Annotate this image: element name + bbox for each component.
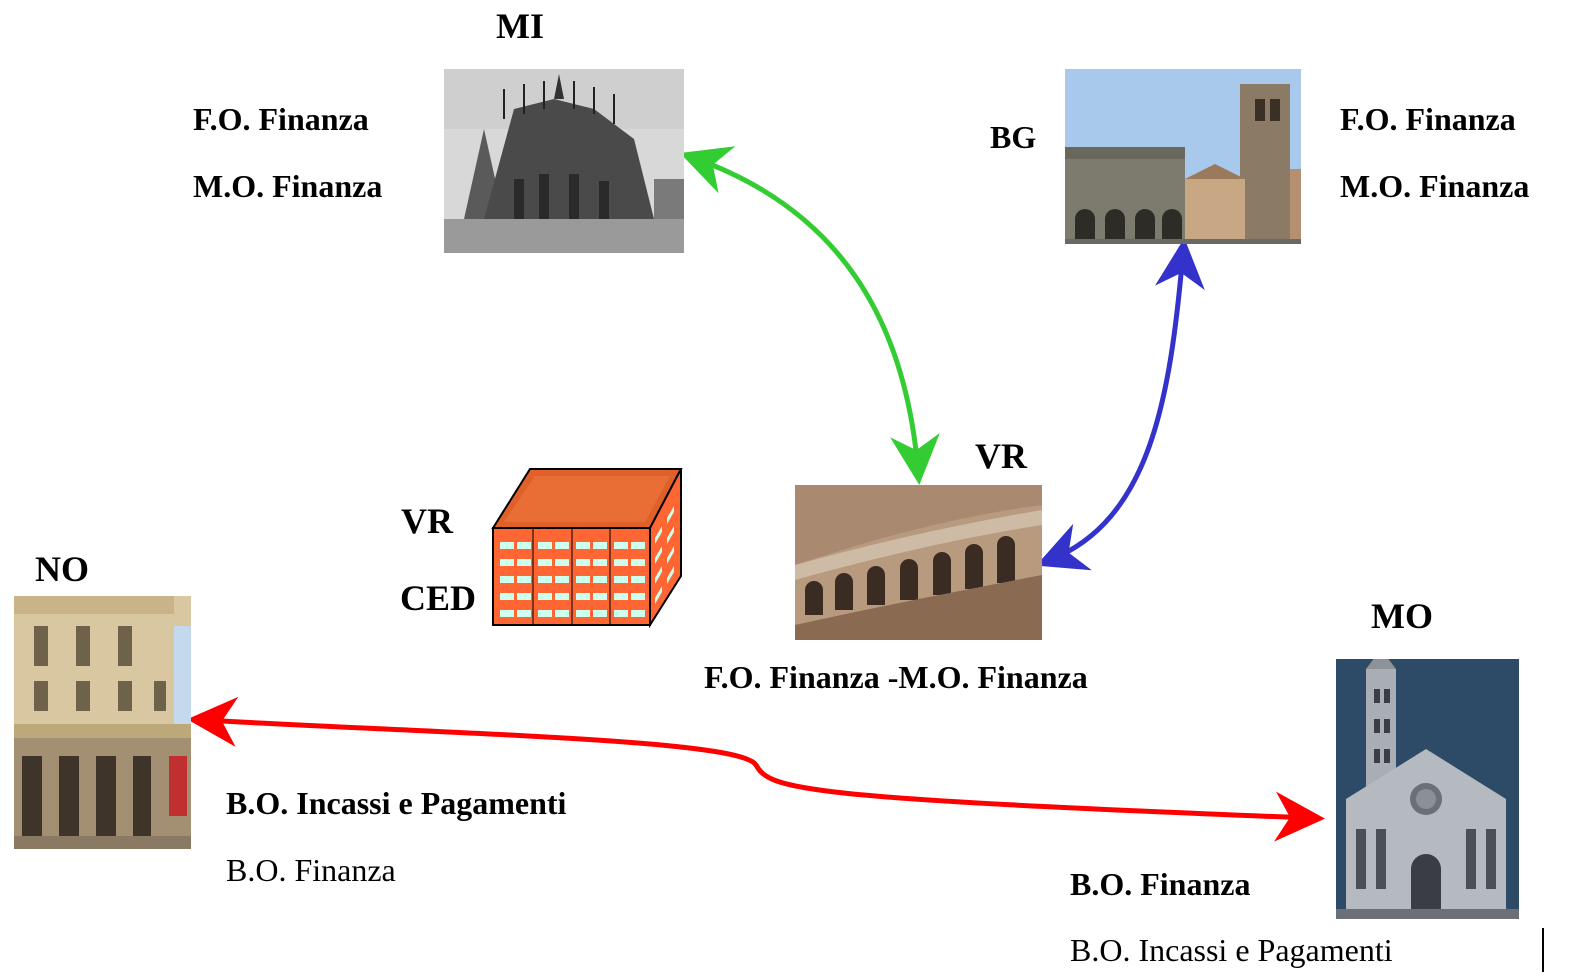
vr-code: VR bbox=[975, 436, 1027, 476]
mo-line1: B.O. Finanza bbox=[1070, 866, 1251, 902]
novara-portico-photo bbox=[14, 596, 191, 849]
no-mo-link-arrow bbox=[187, 696, 1325, 842]
office-building-icon bbox=[490, 466, 685, 628]
bg-line2: M.O. Finanza bbox=[1340, 168, 1530, 204]
edge-divider bbox=[1542, 928, 1544, 972]
bg-line1: F.O. Finanza bbox=[1340, 101, 1516, 137]
ced-label: CED bbox=[400, 578, 477, 618]
bergamo-square-photo bbox=[1065, 69, 1301, 244]
ced-code: VR bbox=[401, 501, 453, 541]
modena-cathedral-photo bbox=[1336, 659, 1519, 919]
milan-cathedral-photo bbox=[444, 69, 684, 253]
mi-vr-link-arrow bbox=[679, 146, 940, 485]
no-line2: B.O. Finanza bbox=[226, 852, 396, 888]
verona-arena-photo bbox=[795, 485, 1042, 640]
bg-vr-link-arrow bbox=[1036, 238, 1205, 571]
mi-code: MI bbox=[496, 6, 544, 46]
mi-line1: F.O. Finanza bbox=[193, 101, 369, 137]
no-line1: B.O. Incassi e Pagamenti bbox=[226, 785, 567, 821]
vr-caption: F.O. Finanza -M.O. Finanza bbox=[704, 659, 1088, 695]
no-code: NO bbox=[35, 549, 89, 589]
mo-line2: B.O. Incassi e Pagamenti bbox=[1070, 932, 1393, 968]
mi-line2: M.O. Finanza bbox=[193, 168, 383, 204]
bg-code: BG bbox=[990, 119, 1037, 155]
mo-code: MO bbox=[1371, 596, 1433, 636]
